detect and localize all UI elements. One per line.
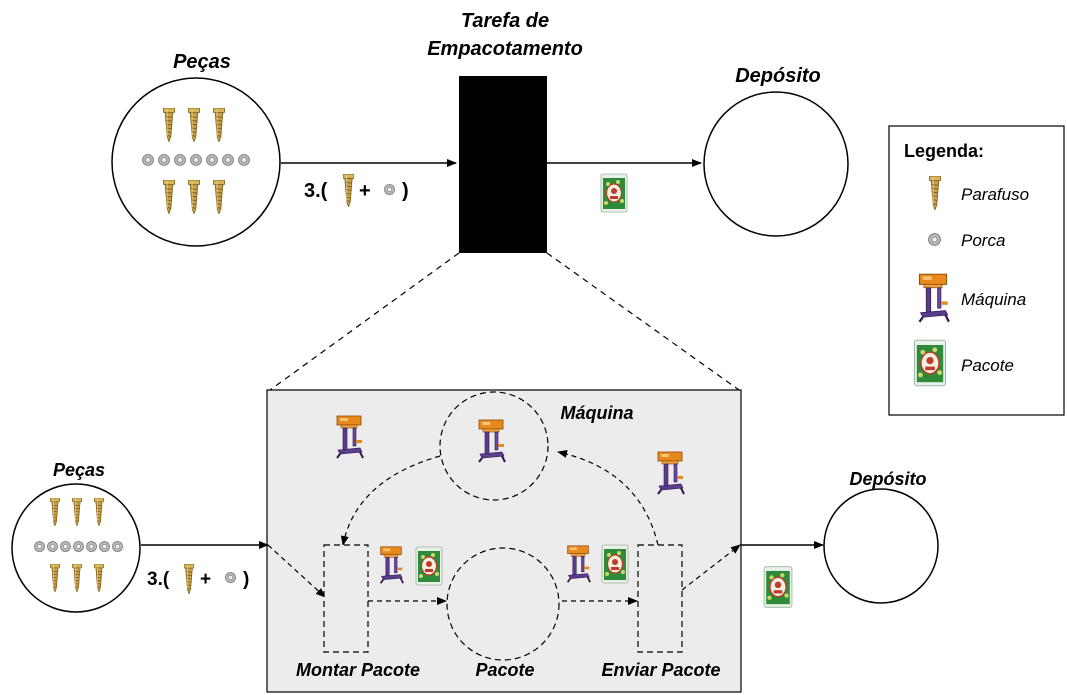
nut-icon: [928, 233, 941, 246]
enviar-pacote-label: Enviar Pacote: [601, 660, 720, 680]
nut-icon: [86, 541, 97, 552]
nut-icon: [238, 154, 250, 166]
enviar-pacote-transition: [637, 544, 683, 653]
montar-pacote-transition: [323, 544, 369, 653]
nut-icon: [73, 541, 84, 552]
legend-item-maquina: Máquina: [961, 290, 1026, 309]
montar-pacote-label: Montar Pacote: [296, 660, 420, 680]
pacote-place: [446, 547, 560, 661]
nut-icon: [174, 154, 186, 166]
nut-icon: [206, 154, 218, 166]
maquina-place: [439, 391, 549, 501]
arc-enviar-to-output: [681, 544, 741, 591]
top-pecas-label: Peças: [173, 51, 231, 73]
task-label-line-2: Empacotamento: [427, 38, 583, 60]
formula-plus: +: [200, 569, 211, 590]
legend-item-porca: Porca: [961, 231, 1005, 250]
package-icon: [601, 544, 629, 584]
top-deposito-label: Depósito: [735, 65, 821, 87]
screw-icon: [343, 174, 354, 207]
arc-input-to-montar: [267, 544, 326, 598]
formula-prefix: 3.(: [147, 569, 170, 590]
nut-icon: [34, 541, 45, 552]
legend: Legenda: Parafuso Porca Máquina Pacote: [888, 125, 1065, 416]
formula-suffix: ): [402, 180, 409, 202]
top-weight-formula: 3.( + ): [304, 174, 409, 207]
legend-title: Legenda:: [904, 141, 984, 161]
package-icon: [913, 339, 947, 387]
formula-plus: +: [359, 180, 371, 202]
packaging-task-transition: [459, 76, 547, 253]
bottom-detail: Peças 3.( + ): [11, 389, 939, 693]
bottom-pecas-label: Peças: [53, 460, 105, 480]
nut-icon: [47, 541, 58, 552]
zoom-line-right: [546, 252, 740, 391]
nut-icon: [190, 154, 202, 166]
top-overview: Peças 3.( + ) Tarefa: [111, 10, 849, 253]
legend-item-parafuso: Parafuso: [961, 185, 1029, 204]
screw-icon: [184, 564, 194, 594]
bottom-weight-formula: 3.( + ): [147, 564, 249, 594]
arc-maquina-to-montar: [340, 455, 441, 546]
package-icon: [415, 546, 443, 586]
package-icon: [763, 565, 793, 609]
nut-icon: [60, 541, 71, 552]
nut-icon: [142, 154, 154, 166]
nut-icon: [158, 154, 170, 166]
pacote-label: Pacote: [475, 660, 534, 680]
nut-icon: [225, 572, 236, 583]
arc-enviar-to-maquina: [557, 450, 659, 546]
zoom-line-left: [269, 252, 460, 391]
package-icon: [600, 173, 628, 213]
task-label-line-1: Tarefa de: [461, 10, 549, 32]
formula-prefix: 3.(: [304, 180, 328, 202]
bottom-deposito-place: [823, 488, 939, 604]
nut-icon: [99, 541, 110, 552]
formula-suffix: ): [243, 569, 249, 590]
legend-item-pacote: Pacote: [961, 356, 1014, 375]
top-deposito-place: [703, 91, 849, 237]
maquina-label: Máquina: [560, 403, 633, 423]
nut-icon: [222, 154, 234, 166]
bottom-deposito-label: Depósito: [849, 469, 926, 489]
nut-icon: [112, 541, 123, 552]
nut-icon: [384, 184, 395, 195]
